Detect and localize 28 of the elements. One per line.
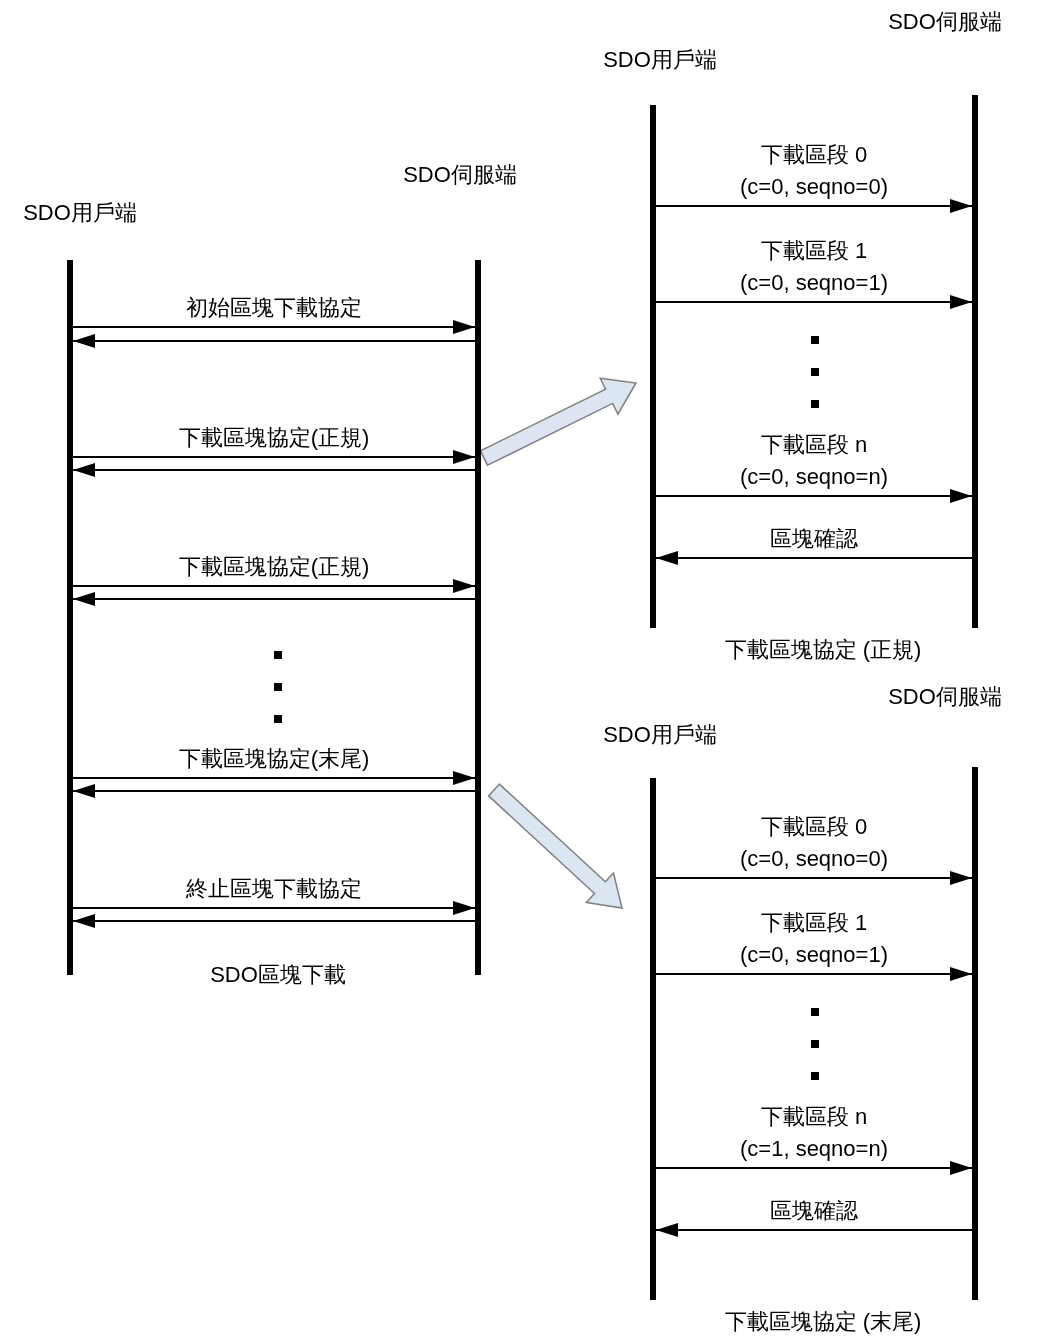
arrow xyxy=(72,914,476,928)
arrow xyxy=(655,1223,973,1237)
lifeline-label: SDO伺服端 xyxy=(888,683,1002,711)
arrow xyxy=(72,592,476,606)
lifeline-label: SDO伺服端 xyxy=(403,161,517,189)
lifeline-label: SDO用戶端 xyxy=(603,46,717,74)
arrow xyxy=(72,334,476,348)
arrow xyxy=(72,771,476,785)
arrow xyxy=(72,320,476,334)
lifeline-label: SDO伺服端 xyxy=(888,8,1002,36)
arrow xyxy=(655,295,973,309)
arrow xyxy=(655,1161,973,1175)
caption-text: 下載區塊協定 (正規) xyxy=(724,636,922,664)
arrow xyxy=(655,489,973,503)
arrow xyxy=(72,450,476,464)
arrow xyxy=(72,784,476,798)
caption-text: 下載區塊協定 (末尾) xyxy=(724,1308,922,1336)
arrow xyxy=(655,199,973,213)
arrow xyxy=(72,463,476,477)
block-arrow xyxy=(479,377,638,467)
lifeline-label: SDO用戶端 xyxy=(603,721,717,749)
arrow xyxy=(72,579,476,593)
block-arrow xyxy=(487,783,623,909)
arrow xyxy=(72,901,476,915)
lifeline-label: SDO用戶端 xyxy=(23,199,137,227)
caption-text: SDO區塊下載 xyxy=(210,961,346,989)
arrow xyxy=(655,967,973,981)
arrow xyxy=(655,551,973,565)
